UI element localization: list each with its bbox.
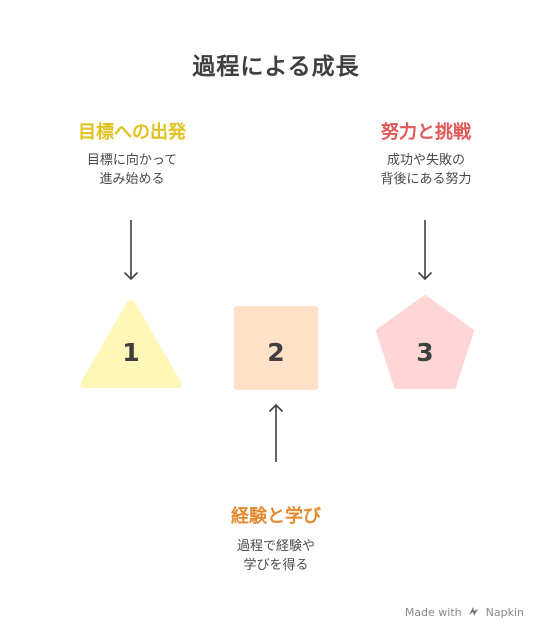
step-2-heading: 経験と学び — [231, 506, 321, 527]
step-2-description: 過程で経験や 学びを得る — [176, 537, 376, 575]
step-3-heading: 努力と挑戦 — [381, 122, 471, 143]
diagram-title: 過程による成長 — [192, 54, 360, 80]
step-1-desc-line-2: 進み始める — [99, 172, 165, 187]
step-1-triangle-shape — [80, 300, 182, 388]
napkin-brand-text: Napkin — [485, 606, 524, 619]
step-3-number: 3 — [416, 338, 433, 367]
step-2-square-shape — [234, 306, 318, 390]
step-3-desc-line-1: 成功や失敗の — [386, 153, 465, 168]
napkin-logo-icon — [468, 606, 479, 619]
step-1-desc-line-1: 目標に向かって — [86, 153, 178, 168]
step-1-heading: 目標への出発 — [78, 122, 186, 143]
step-1-number: 1 — [122, 338, 139, 367]
made-with-text: Made with — [404, 606, 462, 619]
step-3-pentagon-shape — [376, 295, 474, 389]
step-3-description: 成功や失敗の 背後にある努力 — [326, 151, 526, 189]
step-2-number: 2 — [267, 338, 284, 367]
footer-credit: Made with Napkin — [405, 606, 524, 619]
step-3-desc-line-2: 背後にある努力 — [380, 172, 472, 187]
step-2-desc-line-1: 過程で経験や — [236, 539, 315, 554]
step-1-description: 目標に向かって 進み始める — [32, 151, 232, 189]
step-2-desc-line-2: 学びを得る — [243, 558, 309, 573]
